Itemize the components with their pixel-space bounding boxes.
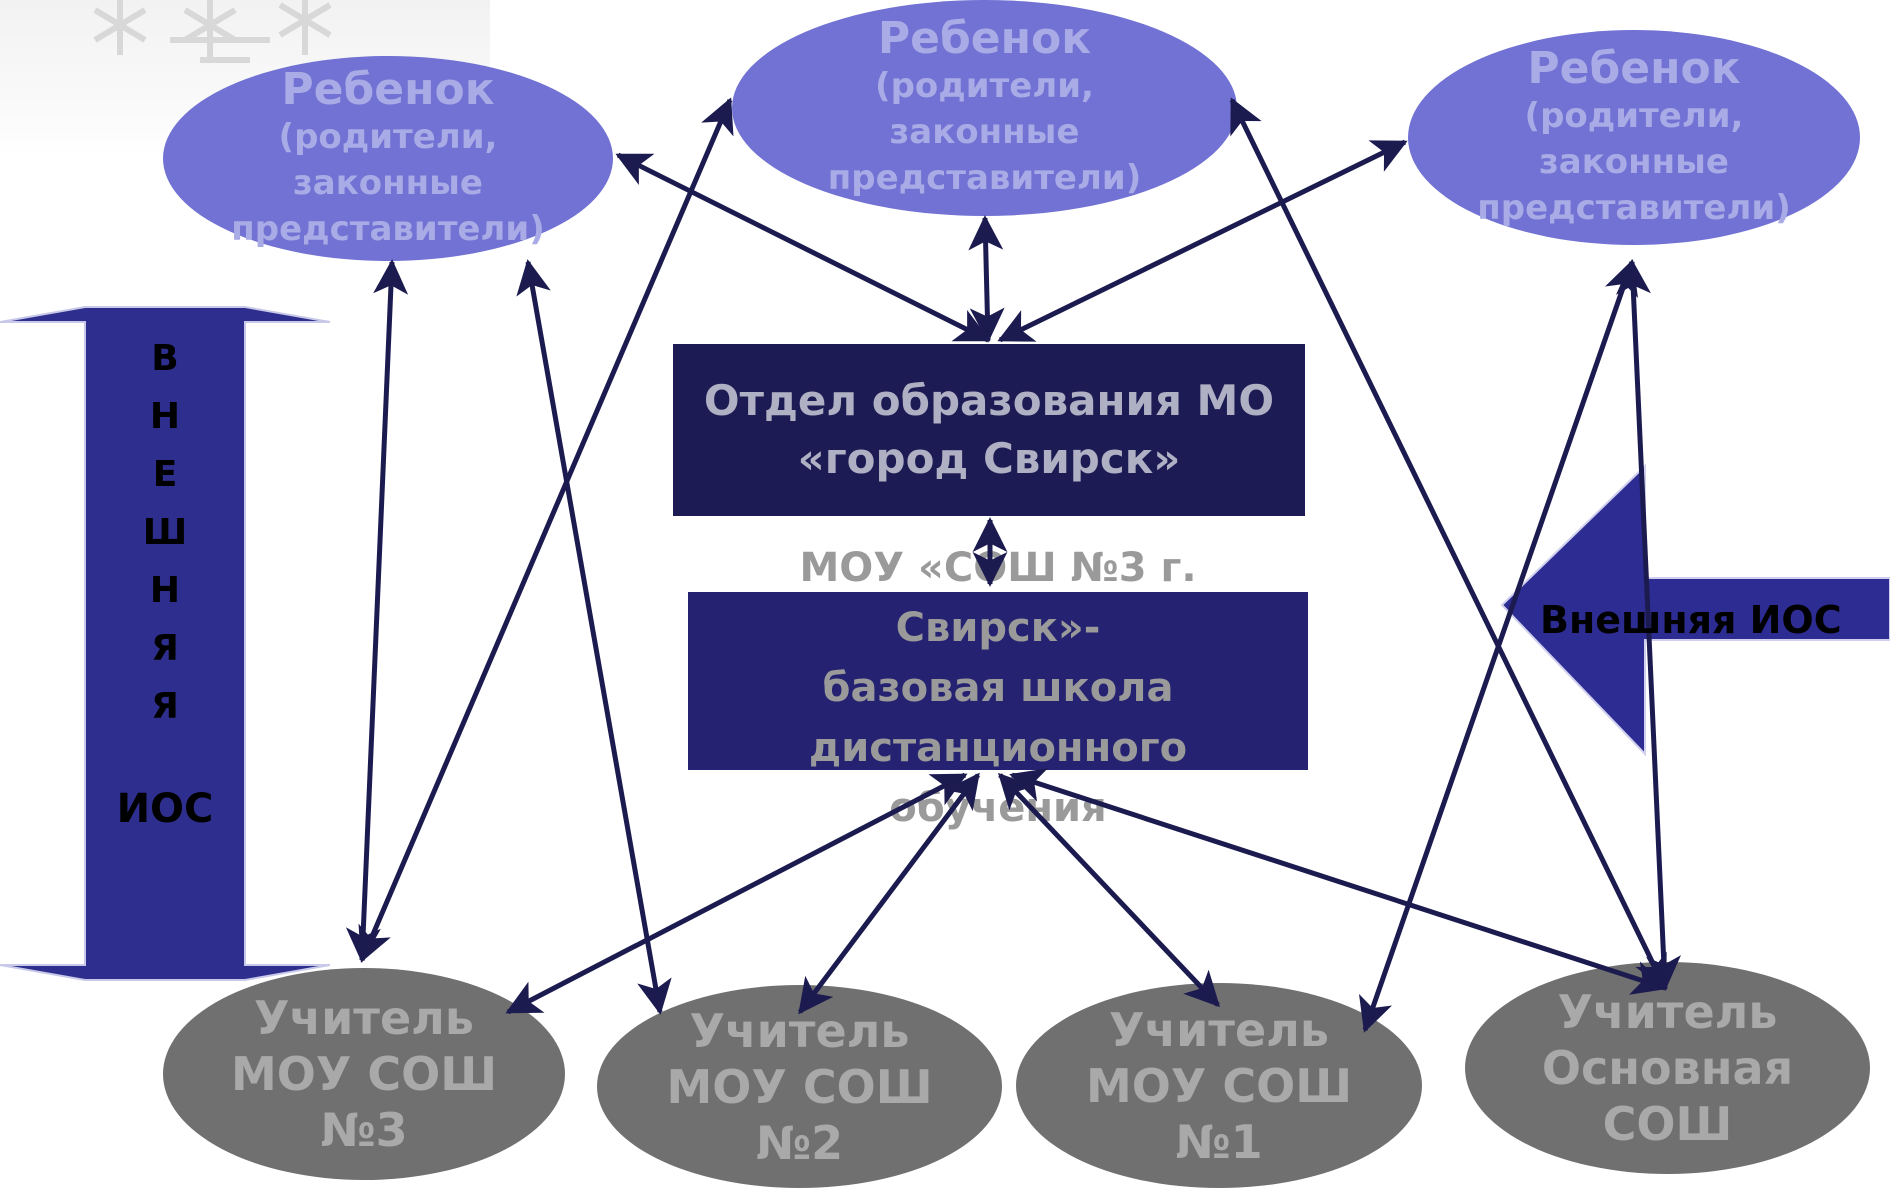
arrow-connector: [358, 97, 734, 963]
arrow-connector: [997, 139, 1408, 343]
vertical-letter: Я: [151, 686, 179, 727]
vertical-letter: Н: [149, 570, 181, 611]
teacher-node: Учитель МОУ СОШ №2: [597, 985, 1002, 1188]
arrow-connector: [1359, 259, 1638, 1033]
vertical-letter: В: [151, 338, 179, 379]
vertical-letter: Е: [152, 454, 178, 495]
teacher-line: №2: [755, 1115, 844, 1170]
arrow-connector: [505, 772, 968, 1015]
department-line: Отдел образования МО: [703, 376, 1275, 425]
teacher-line: Основная: [1541, 1041, 1794, 1095]
vertical-letter: Ш: [142, 512, 188, 553]
teacher-line: МОУ СОШ: [666, 1059, 933, 1114]
teacher-line: СОШ: [1602, 1097, 1733, 1151]
teacher-line: МОУ СОШ: [230, 1047, 498, 1101]
parent-line: (родители,: [875, 66, 1094, 106]
base-school-label: МОУ «СОШ №3 г. Свирск»- базовая школа ди…: [688, 538, 1308, 838]
vertical-letter: Н: [149, 396, 181, 437]
arrow-connector: [615, 152, 991, 343]
arrow-connector: [516, 259, 672, 1015]
teacher-node: Учитель МОУ СОШ №3: [163, 968, 565, 1180]
teacher-line: Учитель: [254, 991, 474, 1045]
base-school-line: Свирск»-: [895, 605, 1101, 651]
teacher-line: №1: [1175, 1114, 1263, 1169]
teacher-line: Учитель: [1109, 1002, 1329, 1057]
arrow-connector: [345, 259, 409, 963]
parent-title: Ребенок: [1527, 42, 1741, 94]
arrow-connector: [798, 772, 980, 1015]
arrow-connector: [1009, 768, 1668, 995]
vertical-label-ios: ИОС: [116, 786, 214, 832]
parent-title: Ребенок: [877, 13, 1092, 64]
teacher-node: Учитель МОУ СОШ №1: [1016, 983, 1422, 1188]
teacher-line: МОУ СОШ: [1085, 1058, 1353, 1113]
vertical-label: В Н Е Ш Н Я Я: [125, 330, 205, 736]
vertical-letter: Я: [151, 628, 179, 669]
base-school-line: дистанционного: [808, 725, 1188, 771]
base-school-line: базовая школа: [822, 665, 1174, 711]
teacher-line: №3: [320, 1103, 408, 1157]
base-school-box: [688, 592, 1308, 770]
department-box: Отдел образования МО «город Свирск»: [673, 344, 1305, 516]
arrow-connector: [1229, 97, 1668, 991]
department-line: «город Свирск»: [797, 434, 1181, 483]
arrow-connector: [997, 772, 1221, 1008]
arrow-connector: [968, 215, 1005, 343]
external-ios-label: Внешняя ИОС: [1540, 598, 1842, 642]
